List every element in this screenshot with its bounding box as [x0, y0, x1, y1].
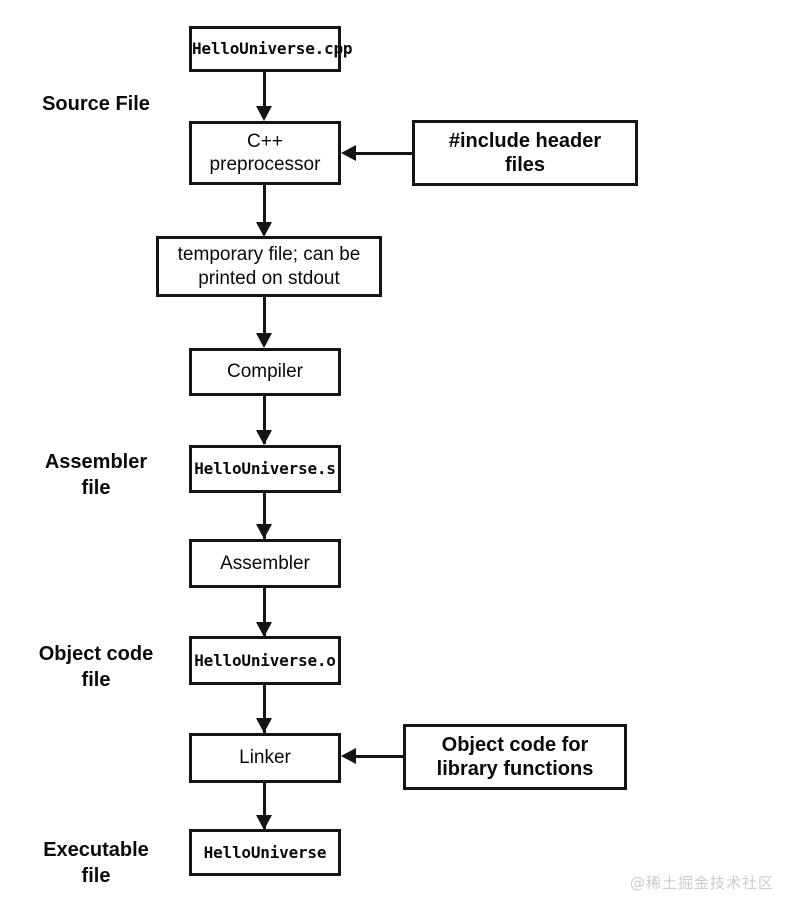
- edge-tempfile-to-compiler-arrow: [256, 333, 272, 348]
- edge-tempfile-to-compiler-line: [263, 297, 266, 345]
- edge-include-to-preprocessor-line: [348, 152, 414, 155]
- edge-linker-to-executable-line: [263, 783, 266, 829]
- node-executable-box[interactable]: HelloUniverse: [189, 829, 341, 876]
- watermark-text: @稀土掘金技术社区: [630, 874, 775, 892]
- node-temporary-file-box[interactable]: temporary file; can be printed on stdout: [156, 236, 382, 297]
- edge-asmfile-to-assembler-arrow: [256, 524, 272, 539]
- node-linker-box[interactable]: Linker: [189, 733, 341, 783]
- node-source-file-box[interactable]: HelloUniverse.cpp: [189, 26, 353, 72]
- edge-objfile-to-linker-line: [263, 685, 266, 733]
- node-include-header-files-box[interactable]: #include header files: [412, 120, 638, 186]
- edge-source-to-preprocessor-arrow: [256, 106, 272, 121]
- node-preprocessor-label: C++ preprocessor: [209, 130, 321, 175]
- node-assembler-label: Assembler: [220, 552, 310, 574]
- node-object-file-label: HelloUniverse.o: [194, 650, 336, 670]
- side-label-object-code-file: Object code file: [38, 643, 154, 691]
- edge-asmfile-to-assembler-line: [263, 493, 266, 541]
- edge-compiler-to-asmfile-line: [263, 396, 266, 444]
- edge-assembler-to-objfile-line: [263, 588, 266, 638]
- edge-include-to-preprocessor-arrow: [341, 145, 356, 161]
- edge-compiler-to-asmfile-arrow: [256, 430, 272, 445]
- side-label-executable-file: Executable file: [43, 839, 149, 887]
- edge-assembler-to-objfile-arrow: [256, 622, 272, 637]
- edge-preprocessor-to-tempfile-line: [263, 185, 266, 233]
- node-object-file-box[interactable]: HelloUniverse.o: [189, 636, 341, 685]
- node-linker-label: Linker: [239, 747, 291, 769]
- edge-libobj-to-linker-line: [348, 755, 406, 758]
- edge-objfile-to-linker-arrow: [256, 718, 272, 733]
- node-include-header-files-label: #include header files: [448, 129, 602, 176]
- side-label-assembler-file: Assembler file: [44, 451, 148, 499]
- node-assembler-file-label: HelloUniverse.s: [194, 459, 336, 479]
- node-library-object-code-box[interactable]: Object code for library functions: [403, 724, 627, 790]
- edge-source-to-preprocessor-line: [263, 72, 266, 110]
- node-assembler-file-box[interactable]: HelloUniverse.s: [189, 445, 341, 493]
- node-library-object-code-label: Object code for library functions: [436, 733, 594, 780]
- node-compiler-box[interactable]: Compiler: [189, 348, 341, 396]
- node-executable-label: HelloUniverse: [203, 842, 327, 862]
- node-preprocessor-box[interactable]: C++ preprocessor: [189, 121, 341, 185]
- node-assembler-box[interactable]: Assembler: [189, 539, 341, 588]
- node-temporary-file-label: temporary file; can be printed on stdout: [177, 244, 361, 289]
- edge-linker-to-executable-arrow: [256, 815, 272, 830]
- node-source-file-label: HelloUniverse.cpp: [192, 39, 353, 59]
- node-compiler-label: Compiler: [226, 361, 304, 383]
- edge-libobj-to-linker-arrow: [341, 748, 356, 764]
- side-label-source-file: Source File: [42, 93, 150, 115]
- edge-preprocessor-to-tempfile-arrow: [256, 222, 272, 237]
